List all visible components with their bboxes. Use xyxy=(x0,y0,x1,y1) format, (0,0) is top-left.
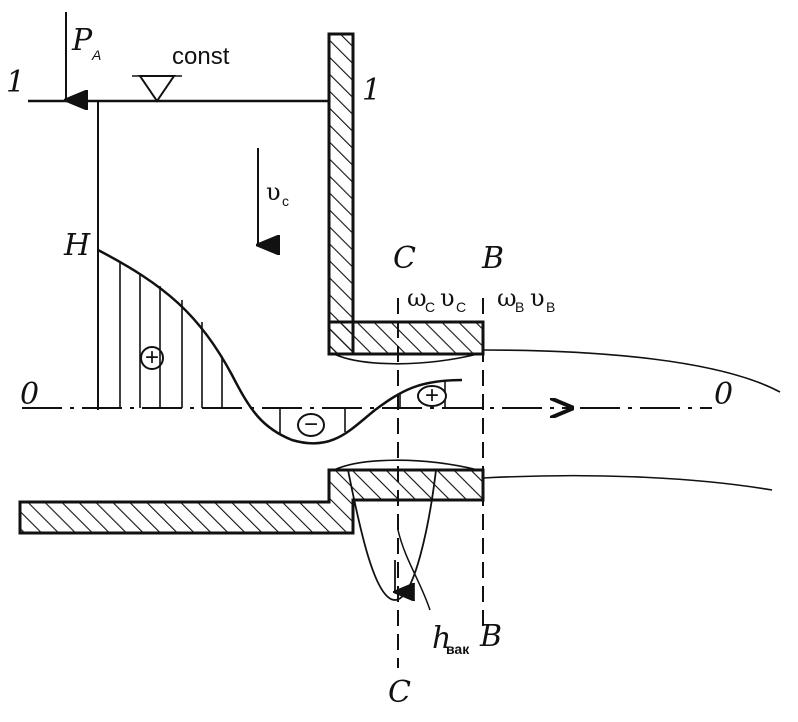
upsilon-B-sub: B xyxy=(546,299,555,315)
section-1-left-label: 1 xyxy=(6,65,25,100)
minus-sign: − xyxy=(304,411,318,438)
floor-wall xyxy=(18,468,485,535)
upsilon-C: υ xyxy=(440,284,455,312)
plus-sign-left: + xyxy=(145,344,159,371)
omega-B-sub: B xyxy=(515,299,524,315)
h-vac-label: h xyxy=(432,621,451,656)
vacuum-leader xyxy=(397,529,431,611)
jet-lower-contraction xyxy=(333,459,479,471)
upsilon-C-sub: C xyxy=(456,299,466,315)
nozzle-top-wall xyxy=(327,320,485,356)
section-C-bottom-label: C xyxy=(388,675,411,710)
plus-sign-right-circle xyxy=(417,385,447,407)
upsilon-B: υ xyxy=(530,284,545,312)
H-label: H xyxy=(63,228,91,263)
pressure-label-subscript: A xyxy=(91,47,101,63)
pressure-label: P xyxy=(71,23,93,58)
section-B-bottom-label: B xyxy=(479,619,502,654)
plus-sign-right: + xyxy=(425,382,439,409)
h-vac-subscript: вак xyxy=(446,641,470,657)
level-const-label: const xyxy=(172,43,230,70)
plus-sign-left-circle xyxy=(140,346,164,370)
section-B-top-label: B xyxy=(481,241,504,276)
section-1-right-label: 1 xyxy=(362,73,381,108)
negative-region-hatching xyxy=(279,408,346,434)
section-C-top-label: C xyxy=(393,241,416,276)
omega-B: ω xyxy=(497,284,517,312)
omega-C-sub: C xyxy=(425,299,435,315)
outflow-lower-streamline xyxy=(482,474,773,491)
minus-sign-circle xyxy=(297,413,325,437)
datum-right-label: 0 xyxy=(714,377,733,412)
velocity-label-subscript: c xyxy=(282,193,289,209)
vertical-wall xyxy=(327,32,355,356)
level-triangle-icon xyxy=(138,75,176,103)
outflow-upper-streamline xyxy=(482,349,781,393)
positive-region-hatching xyxy=(119,262,223,408)
omega-C: ω xyxy=(407,284,427,312)
jet-upper-contraction xyxy=(333,353,479,365)
velocity-label: υ xyxy=(266,178,281,206)
piezometric-curve xyxy=(97,248,463,445)
datum-left-label: 0 xyxy=(20,377,39,412)
